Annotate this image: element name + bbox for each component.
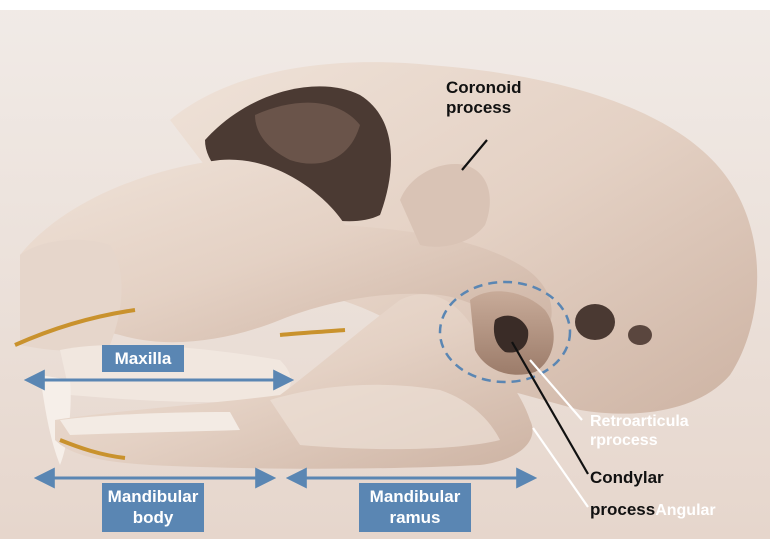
coronoid-label-line1: Coronoid xyxy=(446,78,522,98)
retroarticular-label-line1: Retroarticula xyxy=(590,412,689,431)
retroarticular-label-line2: rprocess xyxy=(590,431,689,450)
condylar-process-label-line2: processAngular xyxy=(590,500,716,520)
mandibular-body-label: Mandibular body xyxy=(102,483,204,532)
maxilla-label: Maxilla xyxy=(102,345,184,372)
mandibular-ramus-line2: ramus xyxy=(359,507,471,528)
maxilla-label-text: Maxilla xyxy=(115,349,172,368)
mandibular-body-line2: body xyxy=(102,507,204,528)
retroarticular-process-label: Retroarticula rprocess xyxy=(590,412,689,450)
condylar-label-line1: Condylar xyxy=(590,468,664,487)
mandibular-body-line1: Mandibular xyxy=(102,486,204,507)
condylar-process-label: Condylar xyxy=(590,468,664,488)
mandibular-ramus-label: Mandibular ramus xyxy=(359,483,471,532)
coronoid-process-label: Coronoid process xyxy=(446,78,522,119)
angular-process-label: Angular xyxy=(655,502,715,519)
coronoid-label-line2: process xyxy=(446,98,522,118)
mandibular-ramus-line1: Mandibular xyxy=(359,486,471,507)
condylar-label-line2: process xyxy=(590,500,655,519)
